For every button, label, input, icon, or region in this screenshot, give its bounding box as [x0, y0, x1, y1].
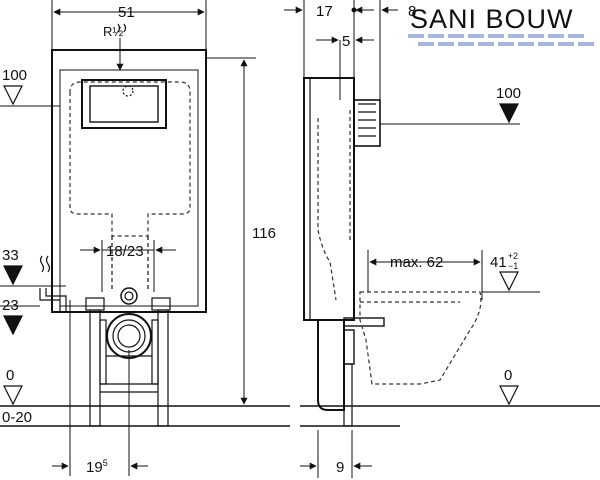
actuator-inner	[89, 85, 159, 123]
connection-label: R½	[103, 24, 123, 39]
side-level-label-100: 100	[496, 85, 521, 102]
seat-height-label: 41+2−1	[490, 251, 518, 271]
side-view	[300, 77, 600, 427]
reach-label: max. 62	[390, 254, 443, 271]
inlet-symbol	[122, 85, 134, 97]
level-marker-seat	[499, 271, 519, 292]
front-dimensions	[0, 0, 256, 476]
water-symbol	[39, 255, 51, 273]
side-drain-socket	[343, 317, 385, 327]
level-label-23: 23	[2, 297, 19, 314]
frame-outer	[51, 49, 207, 313]
level-marker-0-side	[499, 385, 519, 406]
level-marker-100-side	[499, 103, 519, 124]
side-connector	[343, 329, 355, 365]
side-level-markers	[499, 103, 519, 406]
cistern-outline	[69, 81, 191, 237]
pipe-spacing-label: 18/23	[106, 243, 144, 260]
level-label-0-20: 0-20	[2, 409, 32, 426]
leg-left-inner	[99, 319, 107, 385]
wc-bowl-outline	[359, 291, 482, 385]
offset-label-8: 8	[408, 3, 416, 20]
inlet-arrow-top	[117, 23, 127, 33]
side-frame	[303, 77, 355, 321]
level-label-100-front: 100	[2, 67, 27, 84]
bottom-offset-label: 195	[86, 458, 108, 476]
leg-right	[157, 309, 169, 427]
mounting-lug-right	[151, 297, 171, 311]
logo-text: SANI BOUW	[410, 4, 574, 34]
sani-bouw-logo: SANI BOUW	[408, 2, 598, 50]
inlet-stub-inner	[124, 291, 134, 301]
offset-label-5: 5	[342, 33, 350, 50]
leg-left	[89, 309, 101, 427]
side-drain-pipe	[317, 320, 345, 411]
front-view	[0, 23, 290, 427]
side-dimensions	[284, 0, 540, 478]
frame-inner	[59, 69, 199, 307]
level-label-33: 33	[2, 247, 19, 264]
width-label: 51	[118, 4, 135, 21]
leg-right-inner	[151, 319, 159, 385]
actuator-plate	[81, 79, 167, 129]
side-leg	[343, 363, 353, 427]
depth-label: 17	[316, 3, 333, 20]
side-cistern-outline	[317, 110, 351, 301]
drain-outlet-inner	[117, 324, 141, 348]
level-marker-23	[3, 315, 23, 336]
level-marker-33	[3, 265, 23, 286]
level-marker-0-front	[3, 385, 23, 406]
height-label: 116	[252, 225, 276, 242]
side-level-label-0: 0	[504, 367, 512, 384]
mounting-lug-left	[85, 297, 105, 311]
level-label-0-front: 0	[6, 367, 14, 384]
level-marker-100-front	[3, 85, 23, 106]
front-level-markers	[3, 85, 23, 406]
inlet-stub	[120, 287, 138, 305]
side-actuator-box	[353, 99, 381, 147]
supply-pipe	[39, 288, 67, 312]
logo-stripes	[408, 34, 594, 46]
foot-label: 9	[336, 459, 344, 476]
